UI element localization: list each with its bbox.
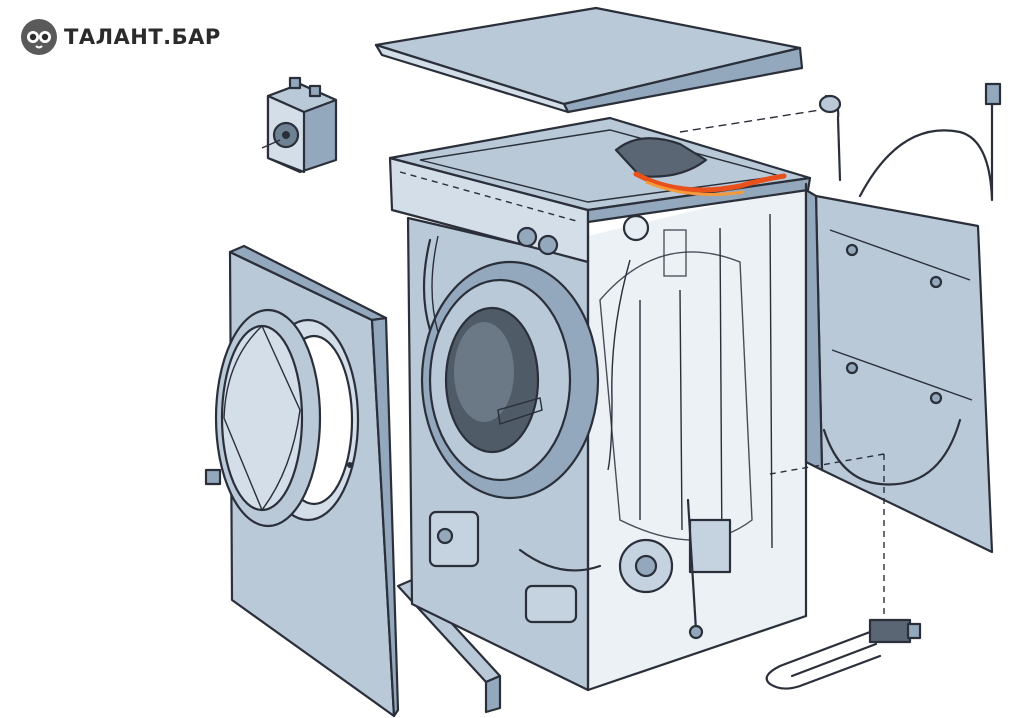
cabinet-body	[388, 116, 812, 692]
water-inlet-hose	[679, 82, 1002, 202]
owl-mask-icon	[21, 19, 57, 55]
brand-logo[interactable]: ТАЛАНТ.БАР	[20, 18, 221, 56]
brand-name: ТАЛАНТ.БАР	[64, 25, 221, 49]
front-door-panel	[204, 244, 400, 718]
rear-side-panel	[804, 188, 994, 554]
heating-element	[765, 453, 922, 690]
program-selector-module	[261, 76, 338, 174]
top-lid-panel	[374, 6, 804, 114]
